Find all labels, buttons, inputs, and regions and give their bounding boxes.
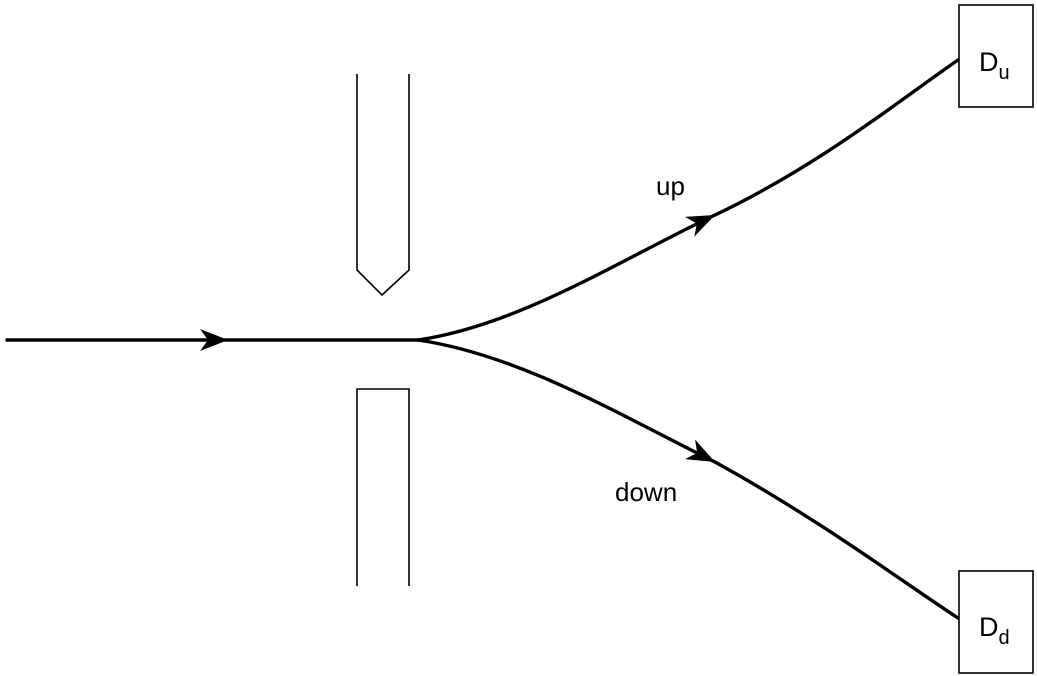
up-label: up bbox=[656, 171, 685, 201]
upper-detector-box bbox=[958, 4, 1034, 108]
up-beam bbox=[416, 58, 960, 342]
lower-magnet-pole bbox=[356, 388, 410, 586]
lower-detector-main: D bbox=[979, 612, 999, 642]
upper-detector: Du bbox=[958, 4, 1034, 108]
down-beam-arrow bbox=[685, 439, 715, 462]
upper-detector-label: Du bbox=[979, 47, 1010, 84]
upper-magnet-pole bbox=[356, 74, 410, 297]
lower-detector-label: Dd bbox=[979, 612, 1010, 649]
lower-detector-box bbox=[958, 570, 1034, 674]
upper-detector-main: D bbox=[979, 47, 999, 77]
incoming-beam-arrow bbox=[200, 329, 228, 351]
upper-detector-sub: u bbox=[999, 62, 1010, 84]
lower-detector: Dd bbox=[958, 570, 1034, 674]
down-beam bbox=[416, 338, 960, 620]
up-beam-arrow bbox=[684, 215, 715, 237]
lower-detector-sub: d bbox=[999, 627, 1010, 649]
down-label: down bbox=[615, 477, 677, 507]
